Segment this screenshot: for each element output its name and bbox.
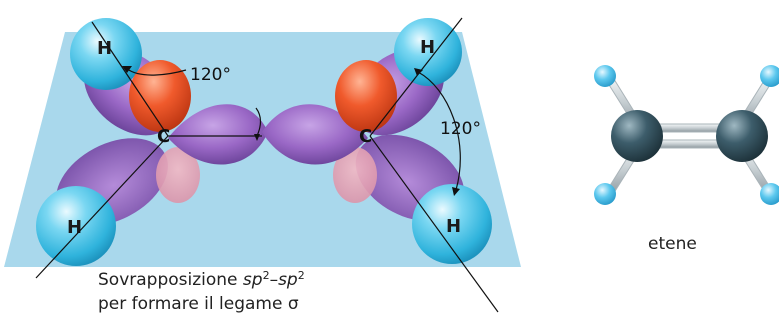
svg-text:H: H <box>67 217 82 238</box>
p-orbital-lower-left <box>156 147 200 203</box>
angle-label-left: 120° <box>190 65 231 85</box>
p-orbital-upper-left <box>129 60 191 132</box>
sigma-overlap <box>168 104 368 165</box>
carbon-ball-right <box>716 110 768 162</box>
svg-text:H: H <box>97 38 112 59</box>
p-orbital-upper-right <box>335 60 397 132</box>
carbon-label-left: C <box>157 126 170 147</box>
etene-model <box>594 65 779 205</box>
p-orbital-lower-right <box>333 147 377 203</box>
molecule-label: etene <box>648 234 697 254</box>
hydrogen-top-left: H <box>70 18 142 90</box>
svg-text:H: H <box>446 216 461 237</box>
angle-label-right: 120° <box>440 119 481 139</box>
angle-arrowheads <box>122 66 460 196</box>
overlap-caption: Sovrapposizione sp2–sp2 per formare il l… <box>98 268 305 316</box>
hydrogen-top-right: H <box>394 18 462 86</box>
hydrogen-ball-bottom-right <box>760 183 779 205</box>
bond-axis-lines <box>35 17 499 313</box>
hydrogen-bottom-right: H <box>412 184 492 264</box>
caption-line-2: per formare il legame σ <box>98 294 299 314</box>
carbon-label-right: C <box>359 126 372 147</box>
hydrogen-ball-bottom-left <box>594 183 616 205</box>
hydrogen-bottom-left: H <box>36 186 116 266</box>
hydrogen-ball-top-left <box>594 65 616 87</box>
svg-text:H: H <box>420 37 435 58</box>
carbon-ball-left <box>611 110 663 162</box>
hydrogen-ball-top-right <box>760 65 779 87</box>
caption-line-1: Sovrapposizione sp2–sp2 <box>98 269 305 290</box>
